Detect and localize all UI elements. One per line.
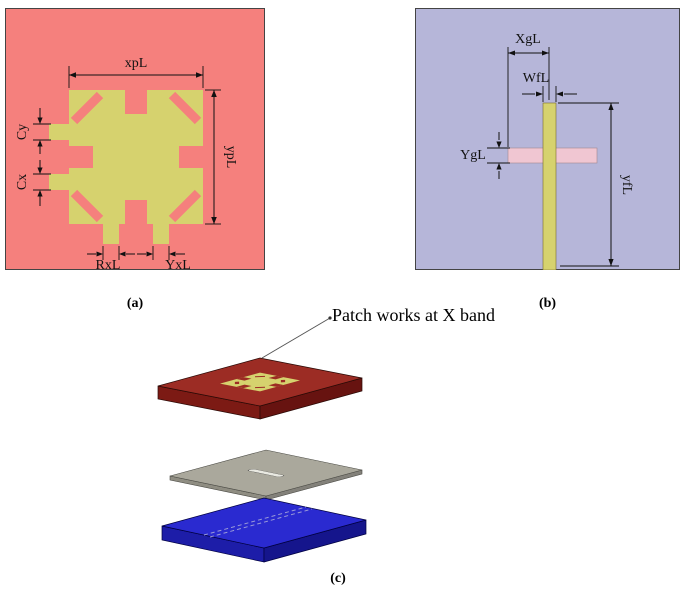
- dim-label-xpl: xpL: [125, 56, 148, 71]
- patch-bottom-stub-right: [153, 224, 169, 244]
- arrowhead: [169, 251, 176, 257]
- dim-xgl: XgL: [507, 32, 550, 147]
- arrowhead: [96, 251, 103, 257]
- hidden-feed-lines: [203, 506, 313, 538]
- patch-corner-slits: [70, 91, 202, 223]
- arrowhead: [496, 163, 502, 170]
- mini-notch: [268, 383, 284, 387]
- dim-wfl: WfL: [522, 71, 577, 102]
- arrowhead: [37, 117, 43, 124]
- arrowhead: [119, 251, 126, 257]
- dim-ypl: ypL: [205, 89, 238, 225]
- mini-notch: [268, 375, 284, 380]
- caption-b: (b): [538, 296, 557, 311]
- notch-left: [69, 146, 93, 168]
- aperture-slot-shape: [247, 469, 285, 477]
- mini-notch: [236, 384, 252, 389]
- aperture-slot: [247, 469, 285, 477]
- panel-c-figure: [157, 357, 367, 563]
- dim-cy: Cy: [15, 108, 51, 154]
- feed-line: [542, 102, 557, 270]
- caption-c: (c): [330, 571, 346, 586]
- patch-bottom-stub-left: [103, 224, 119, 244]
- arrowhead: [556, 91, 563, 97]
- dim-xpl: xpL: [68, 56, 204, 88]
- mini-slit: [280, 379, 286, 383]
- leader-line: [261, 317, 331, 359]
- dim-ygl: YgL: [460, 132, 510, 179]
- dim-label-cx: Cx: [15, 174, 30, 190]
- arrowhead: [211, 90, 217, 97]
- arrowhead: [37, 190, 43, 197]
- mini-slit: [255, 375, 265, 378]
- mini-patch-slits: [234, 375, 286, 389]
- arrowhead: [69, 72, 76, 78]
- patch-left-stub-lower: [49, 174, 69, 190]
- dim-label-wfl: WfL: [523, 71, 549, 86]
- patch-left-stub-upper: [49, 124, 69, 140]
- mini-patch-notches: [236, 375, 284, 389]
- top-layer-3d: [157, 357, 363, 420]
- slit-top-right: [168, 91, 202, 125]
- arrowhead: [37, 167, 43, 174]
- arrowhead: [508, 50, 515, 56]
- slit-bottom-right: [168, 189, 202, 223]
- patch-annotation: Patch works at X band: [332, 305, 495, 325]
- leader-dot: [328, 316, 332, 320]
- dim-label-cy: Cy: [15, 124, 30, 140]
- dim-label-xgl: XgL: [515, 32, 541, 47]
- dim-yxl: YxL: [137, 246, 191, 270]
- patch-edge-notches: [69, 90, 203, 224]
- middle-layer-3d: [169, 449, 363, 501]
- mini-notch: [236, 377, 252, 381]
- mini-patch: [220, 372, 300, 392]
- slit-bottom-left: [70, 189, 104, 223]
- dim-cx: Cx: [15, 160, 51, 206]
- bottom-layer-3d: [161, 497, 367, 563]
- slit-top-left: [70, 91, 104, 125]
- arrowhead: [211, 217, 217, 224]
- dim-rxl: RxL: [87, 246, 135, 270]
- mini-slit: [234, 381, 240, 385]
- arrowhead: [496, 141, 502, 148]
- caption-a: (a): [126, 296, 144, 311]
- dim-label-yxl: YxL: [165, 258, 191, 270]
- mini-slit: [255, 386, 265, 389]
- dim-label-rxl: RxL: [96, 258, 121, 270]
- bottom-layer-top-face: [161, 497, 367, 549]
- dim-label-ygl: YgL: [460, 148, 486, 163]
- arrowhead: [608, 103, 614, 110]
- hidden-feed-line: [203, 506, 307, 536]
- arrowhead: [542, 50, 549, 56]
- notch-bottom: [125, 200, 147, 224]
- dim-label-ypl: ypL: [223, 146, 238, 169]
- notch-top: [125, 90, 147, 114]
- dim-yfl: yfL: [558, 102, 634, 267]
- arrowhead: [196, 72, 203, 78]
- hidden-feed-line: [209, 508, 313, 538]
- arrowhead: [608, 259, 614, 266]
- arrowhead: [146, 251, 153, 257]
- annotation-leader: [261, 316, 332, 359]
- arrowhead: [37, 140, 43, 147]
- dim-label-yfl: yfL: [619, 175, 634, 195]
- notch-right: [179, 146, 203, 168]
- panel-a-figure: xpL ypL Cy Cx RxL: [5, 8, 265, 270]
- arrowhead: [536, 91, 543, 97]
- panel-b-figure: XgL WfL YgL yfL: [415, 8, 680, 270]
